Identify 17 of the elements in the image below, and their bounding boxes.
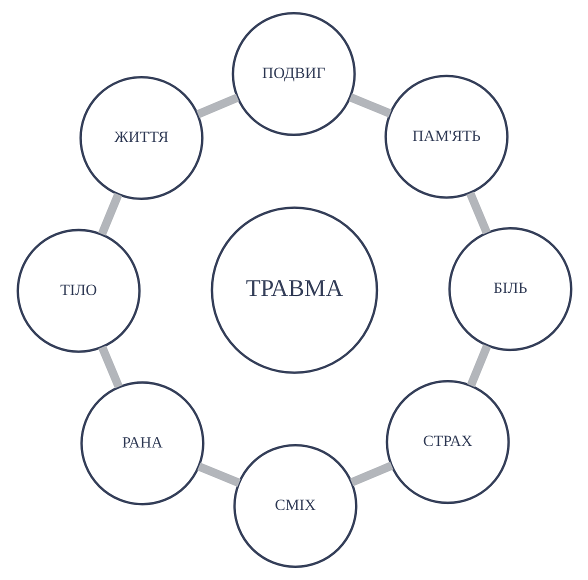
node-circle: СТРАХ <box>385 380 510 504</box>
node-circle: ПАМ'ЯТЬ <box>384 74 508 199</box>
node-circle: ТІЛО <box>16 228 140 353</box>
node-circle: ЖИТТЯ <box>78 76 203 200</box>
node-circle: БІЛЬ <box>448 227 572 352</box>
connector <box>98 192 122 236</box>
connector <box>196 94 239 118</box>
connector <box>466 344 491 388</box>
connector <box>348 93 392 118</box>
node-circle: ПОДВИГ <box>231 12 356 136</box>
connector <box>350 462 393 486</box>
connector <box>466 192 490 234</box>
node-circle: СМІХ <box>232 444 357 568</box>
node-circle: ТРАВМА <box>210 206 378 374</box>
connector <box>98 346 122 388</box>
node-circle: РАНА <box>80 381 204 506</box>
connector <box>196 462 240 487</box>
